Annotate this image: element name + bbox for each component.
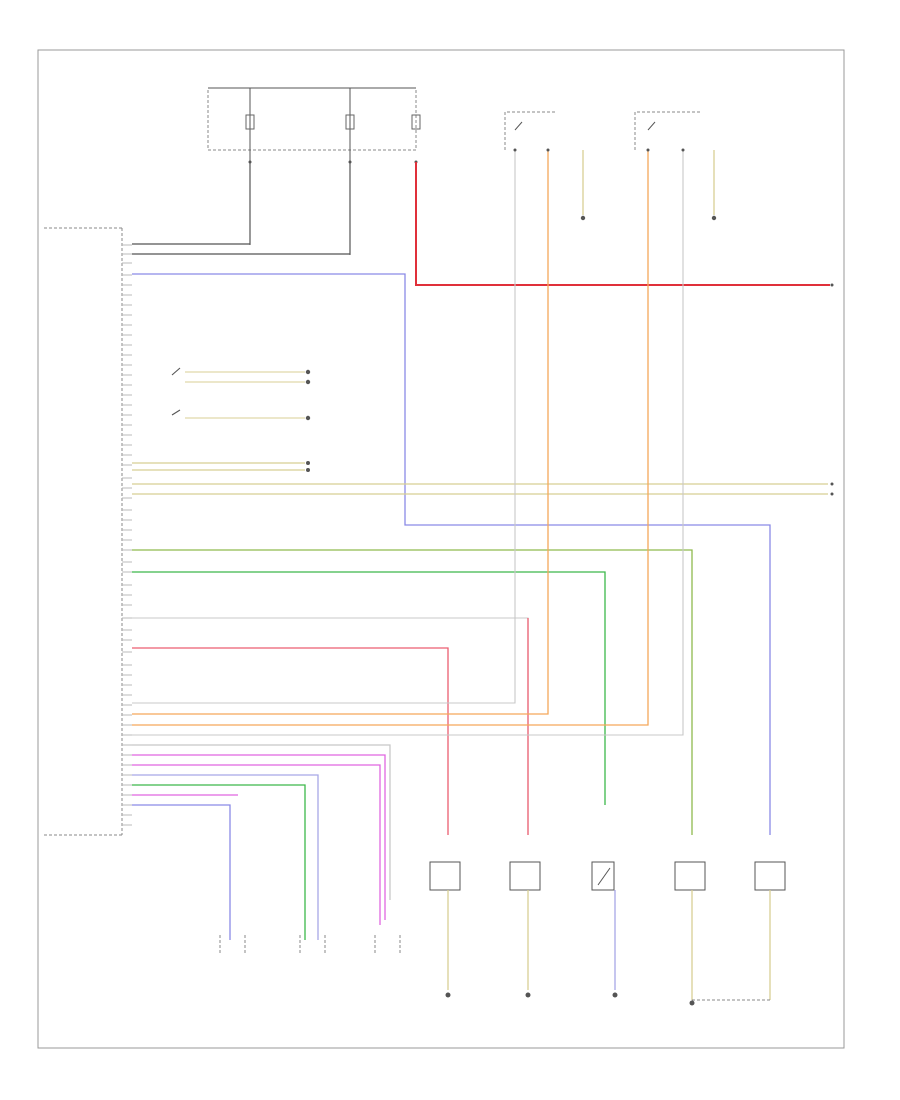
control-module — [44, 227, 123, 836]
wire-orange-1 — [132, 150, 549, 715]
fuse-1 — [245, 114, 255, 130]
fuse-3 — [411, 114, 421, 130]
diagram-frame — [37, 49, 845, 1049]
sensor-1 — [429, 861, 461, 998]
wire-olive — [132, 549, 693, 835]
wire-tan-bus — [132, 461, 828, 495]
wire-blue — [132, 273, 771, 835]
switch-stubs — [171, 367, 311, 421]
wire-pink-red — [132, 647, 449, 835]
right-edge-terminals — [830, 283, 834, 496]
fuse-box — [207, 87, 421, 255]
sensor-3 — [591, 861, 618, 998]
power-feed-wires — [132, 162, 830, 286]
lower-left-connectors — [219, 935, 401, 955]
wire-grey-vert — [132, 150, 516, 704]
wire-grey-2 — [132, 150, 684, 736]
top-connector-right — [634, 111, 717, 221]
fuse-2 — [345, 114, 355, 130]
wire-orange-2 — [132, 150, 649, 726]
wire-grey — [132, 617, 529, 835]
sensor-row — [429, 861, 786, 1006]
sensor-4 — [674, 861, 706, 1006]
top-connector-left — [504, 111, 586, 221]
lower-left-wires — [132, 744, 391, 940]
sensor-5 — [692, 861, 786, 1001]
sensor-2 — [509, 861, 541, 998]
pin-ticks — [122, 244, 132, 826]
wire-green — [132, 571, 606, 805]
